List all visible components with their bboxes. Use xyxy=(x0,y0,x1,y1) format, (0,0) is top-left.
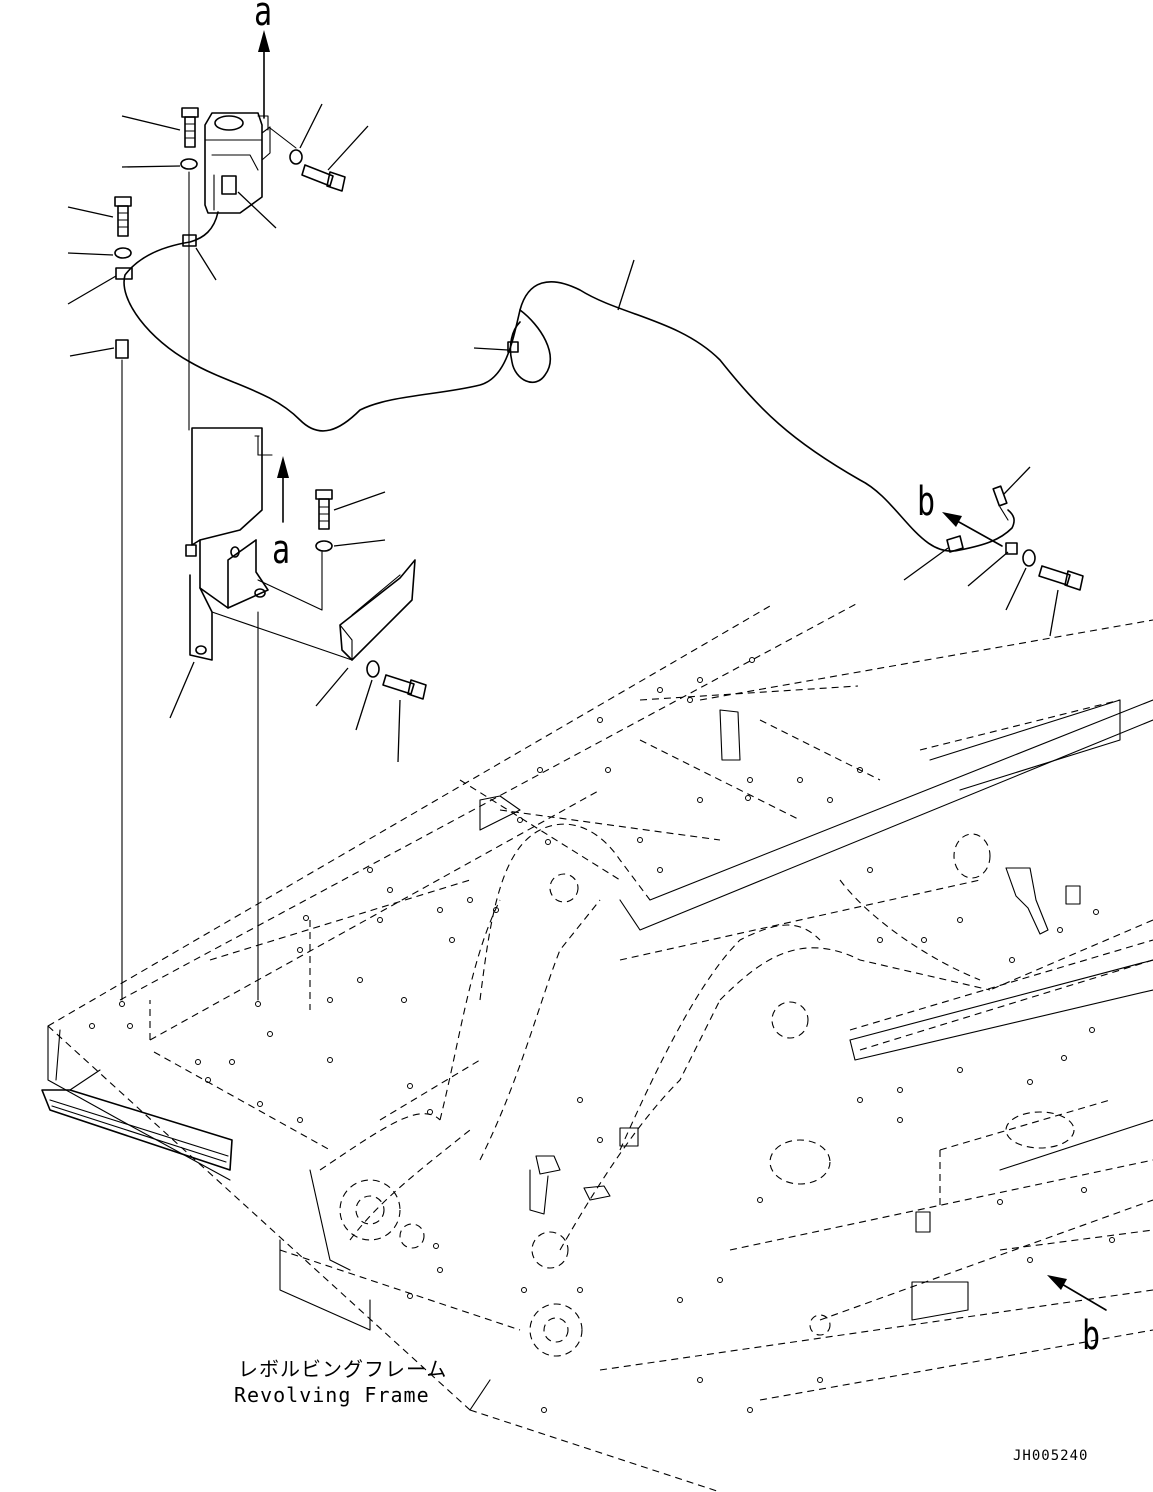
label-view-b-top: b xyxy=(917,479,936,525)
frame-step xyxy=(41,1069,233,1171)
washer-right xyxy=(1022,549,1036,567)
washer-tank-side xyxy=(289,149,303,165)
washer-nozzle xyxy=(992,485,1009,521)
label-view-a-top: a xyxy=(254,0,273,35)
washer-top-left xyxy=(180,158,198,170)
label-view-b-bottom: b xyxy=(1082,1313,1101,1359)
assembly-lines xyxy=(121,127,353,1001)
washer-hose xyxy=(123,211,1015,552)
washer-lower xyxy=(366,660,380,678)
washer-left-2 xyxy=(114,247,132,259)
label-view-a-mid: a xyxy=(272,527,291,573)
clip-right-2 xyxy=(1005,542,1018,555)
mounting-bracket xyxy=(185,427,269,661)
caption-english: Revolving Frame xyxy=(234,1383,430,1407)
bolt-right xyxy=(1038,565,1084,591)
washer-tank xyxy=(204,112,271,214)
spacer-collar xyxy=(115,339,129,359)
drawing-code: JH005240 xyxy=(1013,1448,1089,1464)
bolt-mid xyxy=(315,489,333,530)
leader-lines xyxy=(67,103,1059,763)
washer-mid xyxy=(315,540,333,552)
arrow-b-bottom xyxy=(1047,1275,1107,1311)
clip-2 xyxy=(115,267,133,280)
bolt-tank-side xyxy=(301,164,346,192)
arrow-a-mid xyxy=(277,456,289,523)
caption-japanese: レボルビングフレーム xyxy=(238,1357,448,1381)
frame-holes xyxy=(89,657,1115,1413)
bolt-left-2 xyxy=(114,196,132,237)
revolving-frame xyxy=(41,603,1153,1492)
arrow-a-top xyxy=(258,30,270,119)
hose-clip xyxy=(507,341,519,353)
bolt-top-left xyxy=(181,107,199,148)
clip-right-1 xyxy=(946,535,964,553)
hose-loop xyxy=(509,309,551,384)
cover-plate xyxy=(339,559,416,661)
clip-1 xyxy=(182,234,197,247)
bolt-lower xyxy=(382,674,427,700)
